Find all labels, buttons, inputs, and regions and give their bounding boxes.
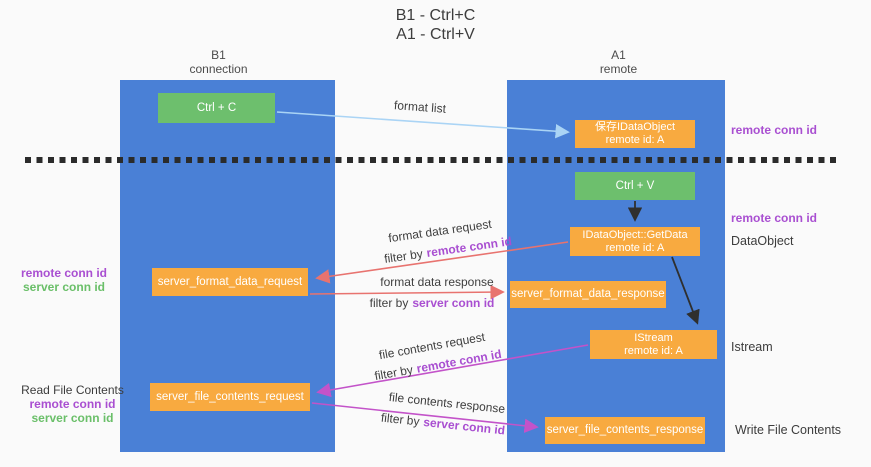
- left-column-header: B1 connection: [156, 48, 281, 76]
- server-file-contents-response-node: server_file_contents_response: [545, 417, 705, 444]
- format-data-response-arrow: [309, 284, 505, 300]
- left-column-role: connection: [189, 62, 248, 76]
- write-file-contents-label: Write File Contents: [735, 423, 842, 437]
- remote-conn-id-left-2: remote conn id: [29, 397, 116, 411]
- getdata-to-istream-arrow: [671, 256, 700, 325]
- server-format-data-response-node: server_format_data_response: [510, 281, 666, 308]
- file-contents-request-arrow: [316, 344, 589, 398]
- istream-line1: IStream: [634, 331, 673, 344]
- read-file-contents-stack: Read File Contents remote conn id server…: [10, 383, 135, 425]
- istream-line2: remote id: A: [624, 344, 683, 357]
- file-contents-response-arrow: [311, 402, 539, 433]
- ctrl-v-label: Ctrl + V: [615, 179, 655, 192]
- server-conn-id-left-2: server conn id: [31, 411, 114, 425]
- save-idataobject-line1: 保存IDataObject: [594, 121, 676, 133]
- server-file-contents-request-node: server_file_contents_request: [150, 383, 310, 411]
- server-conn-id-left: server conn id: [22, 280, 106, 294]
- right-column-role: remote: [599, 62, 638, 76]
- diagram-title: B1 - Ctrl+C A1 - Ctrl+V: [0, 6, 871, 44]
- server-format-data-response-label: server_format_data_response: [511, 288, 665, 300]
- istream-side-label: Istream: [731, 340, 773, 354]
- left-conn-id-stack: remote conn id server conn id: [10, 266, 118, 294]
- right-column-name: A1: [611, 48, 626, 62]
- server-file-contents-response-label: server_file_contents_response: [546, 424, 704, 436]
- title-line-2: A1 - Ctrl+V: [396, 26, 475, 43]
- getdata-line1: IDataObject::GetData: [582, 228, 688, 241]
- getdata-line2: remote id: A: [605, 241, 665, 254]
- remote-conn-id-right-top: remote conn id: [731, 123, 818, 137]
- filter-by-text: filter by: [369, 296, 409, 310]
- istream-node: IStream remote id: A: [590, 330, 717, 359]
- ctrl-c-label: Ctrl + C: [196, 101, 237, 114]
- format-data-response-label: format data response: [380, 275, 494, 289]
- remote-conn-id-right-mid: remote conn id: [731, 211, 818, 225]
- remote-conn-id-left: remote conn id: [20, 266, 107, 280]
- save-idataobject-line2: remote id: A: [605, 134, 665, 146]
- dataobject-side-label: DataObject: [731, 234, 794, 248]
- left-column-name: B1: [211, 48, 226, 62]
- ctrl-v-node: Ctrl + V: [575, 172, 695, 200]
- format-list-arrow: [276, 111, 570, 139]
- server-format-data-request-node: server_format_data_request: [152, 268, 308, 296]
- server-format-data-request-label: server_format_data_request: [157, 275, 303, 288]
- save-idataobject-node: 保存IDataObject remote id: A: [575, 120, 695, 148]
- format-data-request-arrow: [315, 241, 569, 284]
- server-file-contents-request-label: server_file_contents_request: [156, 390, 304, 403]
- getdata-node: IDataObject::GetData remote id: A: [570, 227, 700, 256]
- right-column-header: A1 remote: [556, 48, 681, 76]
- ctrl-c-node: Ctrl + C: [158, 93, 275, 123]
- server-conn-id-text: server conn id: [412, 296, 495, 310]
- title-line-1: B1 - Ctrl+C: [395, 7, 476, 24]
- read-file-contents-label: Read File Contents: [21, 383, 124, 397]
